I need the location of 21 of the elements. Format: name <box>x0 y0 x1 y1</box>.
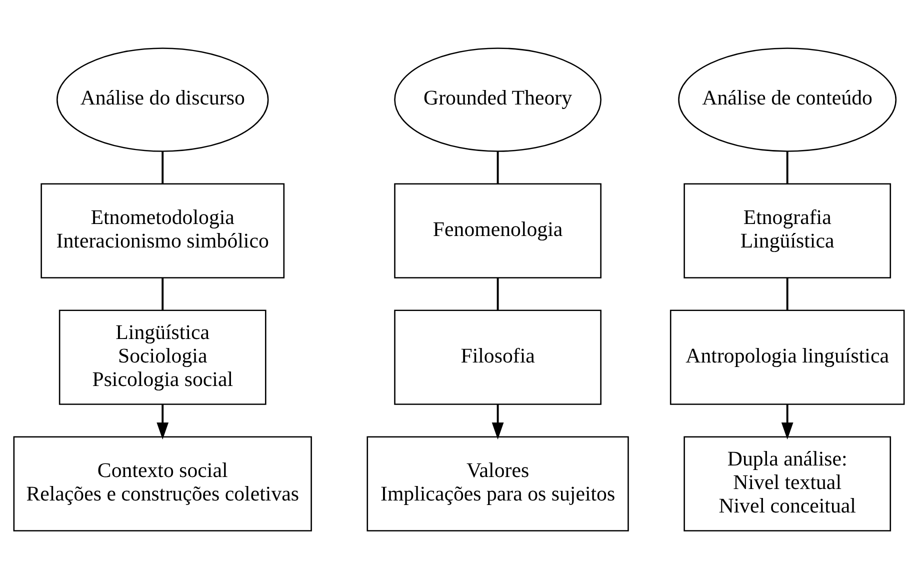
node-ellipse: Análise de conteúdo <box>678 48 897 152</box>
connector <box>162 151 164 184</box>
node-box: Valores Implicações para os sujeitos <box>366 436 629 532</box>
arrow <box>781 404 794 440</box>
node-box: Etnografia Lingüística <box>684 183 892 278</box>
connector <box>786 278 788 310</box>
connector <box>496 151 499 184</box>
connector <box>786 151 788 184</box>
connector <box>162 278 164 310</box>
node-box: Filosofia <box>394 310 602 405</box>
node-box: Antropologia linguística <box>670 310 905 405</box>
node-box: Dupla análise: Nivel textual Nivel conceitual <box>684 436 892 532</box>
node-box: Lingüística Sociologia Psicologia social <box>58 310 266 405</box>
node-ellipse: Grounded Theory <box>394 48 602 152</box>
node-box: Etnometodologia Interacionismo simbólico <box>40 183 285 278</box>
node-box: Contexto social Relações e construções coletivas <box>13 436 312 532</box>
node-box: Fenomenologia <box>394 183 602 278</box>
node-ellipse: Análise do discurso <box>56 48 269 152</box>
connector <box>496 278 499 310</box>
arrow <box>492 404 504 440</box>
arrow <box>156 404 169 440</box>
